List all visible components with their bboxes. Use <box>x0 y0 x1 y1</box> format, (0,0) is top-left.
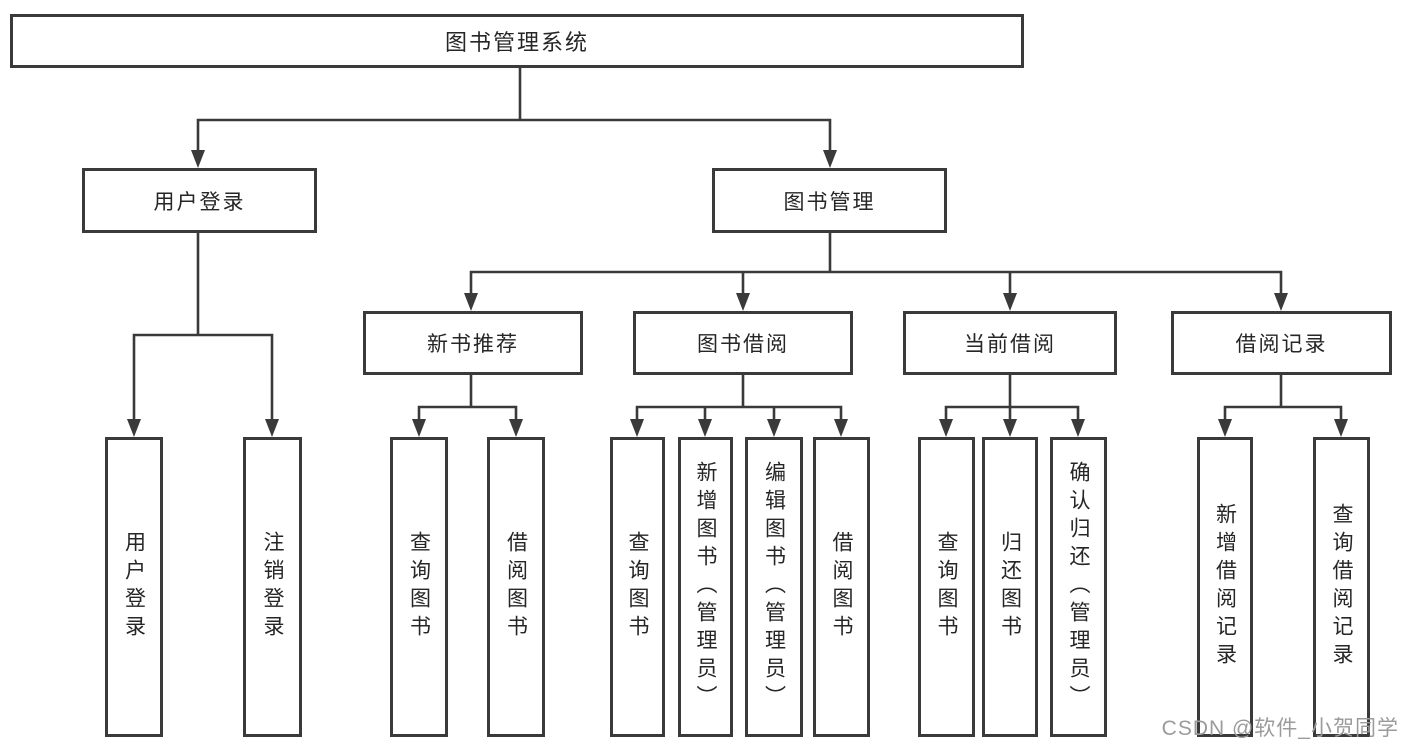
connector-userlogin-to-leaves <box>132 231 274 423</box>
connector-newbook-to-leaves <box>417 373 518 423</box>
node-book-management: 图书管理 <box>712 168 947 233</box>
leaf-query-borrow-record: 查询借阅记录 <box>1313 437 1370 737</box>
leaf-borrow-books-borrowing: 借阅图书 <box>813 437 870 737</box>
connector-bookmgmt-to-level3 <box>469 231 1283 297</box>
connector-bookborrow-to-leaves <box>635 373 843 423</box>
node-new-book-recommendation: 新书推荐 <box>363 311 583 375</box>
leaf-logout: 注销登录 <box>243 437 302 737</box>
node-library-management-system: 图书管理系统 <box>10 14 1024 68</box>
arrowheads <box>127 150 1348 437</box>
leaf-borrow-books-recommend: 借阅图书 <box>487 437 545 737</box>
node-current-borrowing: 当前借阅 <box>903 311 1117 375</box>
node-book-borrowing: 图书借阅 <box>633 311 853 375</box>
connector-records-to-leaves <box>1223 373 1343 423</box>
node-borrowing-records: 借阅记录 <box>1171 311 1392 375</box>
arrowhead <box>1071 419 1085 437</box>
watermark: CSDN @软件_小贺同学 <box>1161 717 1399 740</box>
leaf-add-borrow-record: 新增借阅记录 <box>1197 437 1253 737</box>
leaf-user-login: 用户登录 <box>105 437 163 737</box>
arrowhead <box>1003 419 1017 437</box>
arrowhead <box>265 419 279 437</box>
leaf-query-books-borrowing: 查询图书 <box>610 437 665 737</box>
arrowhead <box>767 419 781 437</box>
leaf-query-books-current: 查询图书 <box>918 437 975 737</box>
arrowhead <box>630 419 644 437</box>
connector-root-to-level2 <box>196 66 832 154</box>
arrowhead <box>1003 293 1017 311</box>
leaf-query-books-recommend: 查询图书 <box>390 437 448 737</box>
arrowhead <box>191 150 205 168</box>
connector-currentborrow-to-leaves <box>944 373 1080 423</box>
arrowhead <box>1334 419 1348 437</box>
leaf-return-books: 归还图书 <box>982 437 1038 737</box>
arrowhead <box>127 419 141 437</box>
arrowhead <box>464 293 478 311</box>
node-user-login: 用户登录 <box>82 168 317 233</box>
arrowhead <box>698 419 712 437</box>
arrowhead <box>1218 419 1232 437</box>
arrowhead <box>1274 293 1288 311</box>
arrowhead <box>736 293 750 311</box>
arrowhead <box>939 419 953 437</box>
leaf-add-book-admin: 新增图书（管理员） <box>678 437 733 737</box>
leaf-edit-book-admin: 编辑图书（管理员） <box>745 437 803 737</box>
connector-lines <box>132 66 1343 423</box>
arrowhead <box>509 419 523 437</box>
arrowhead <box>412 419 426 437</box>
arrowhead <box>823 150 837 168</box>
leaf-confirm-return-admin: 确认归还（管理员） <box>1050 437 1107 737</box>
arrowhead <box>834 419 848 437</box>
